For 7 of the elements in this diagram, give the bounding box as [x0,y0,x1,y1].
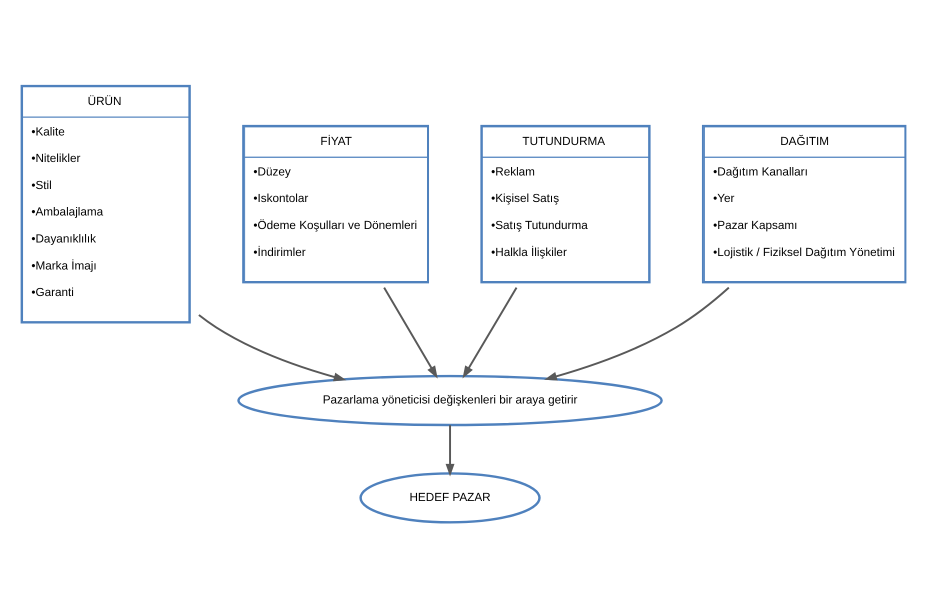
node-ellipse: Pazarlama yöneticisi değişkenleri bir araya getirir [237,374,663,426]
arrow [383,286,438,378]
arrow [544,286,730,380]
arrow [446,424,454,476]
node-ellipse: HEDEF PAZAR [359,472,541,524]
arrow [462,286,518,378]
arrow [198,314,346,381]
